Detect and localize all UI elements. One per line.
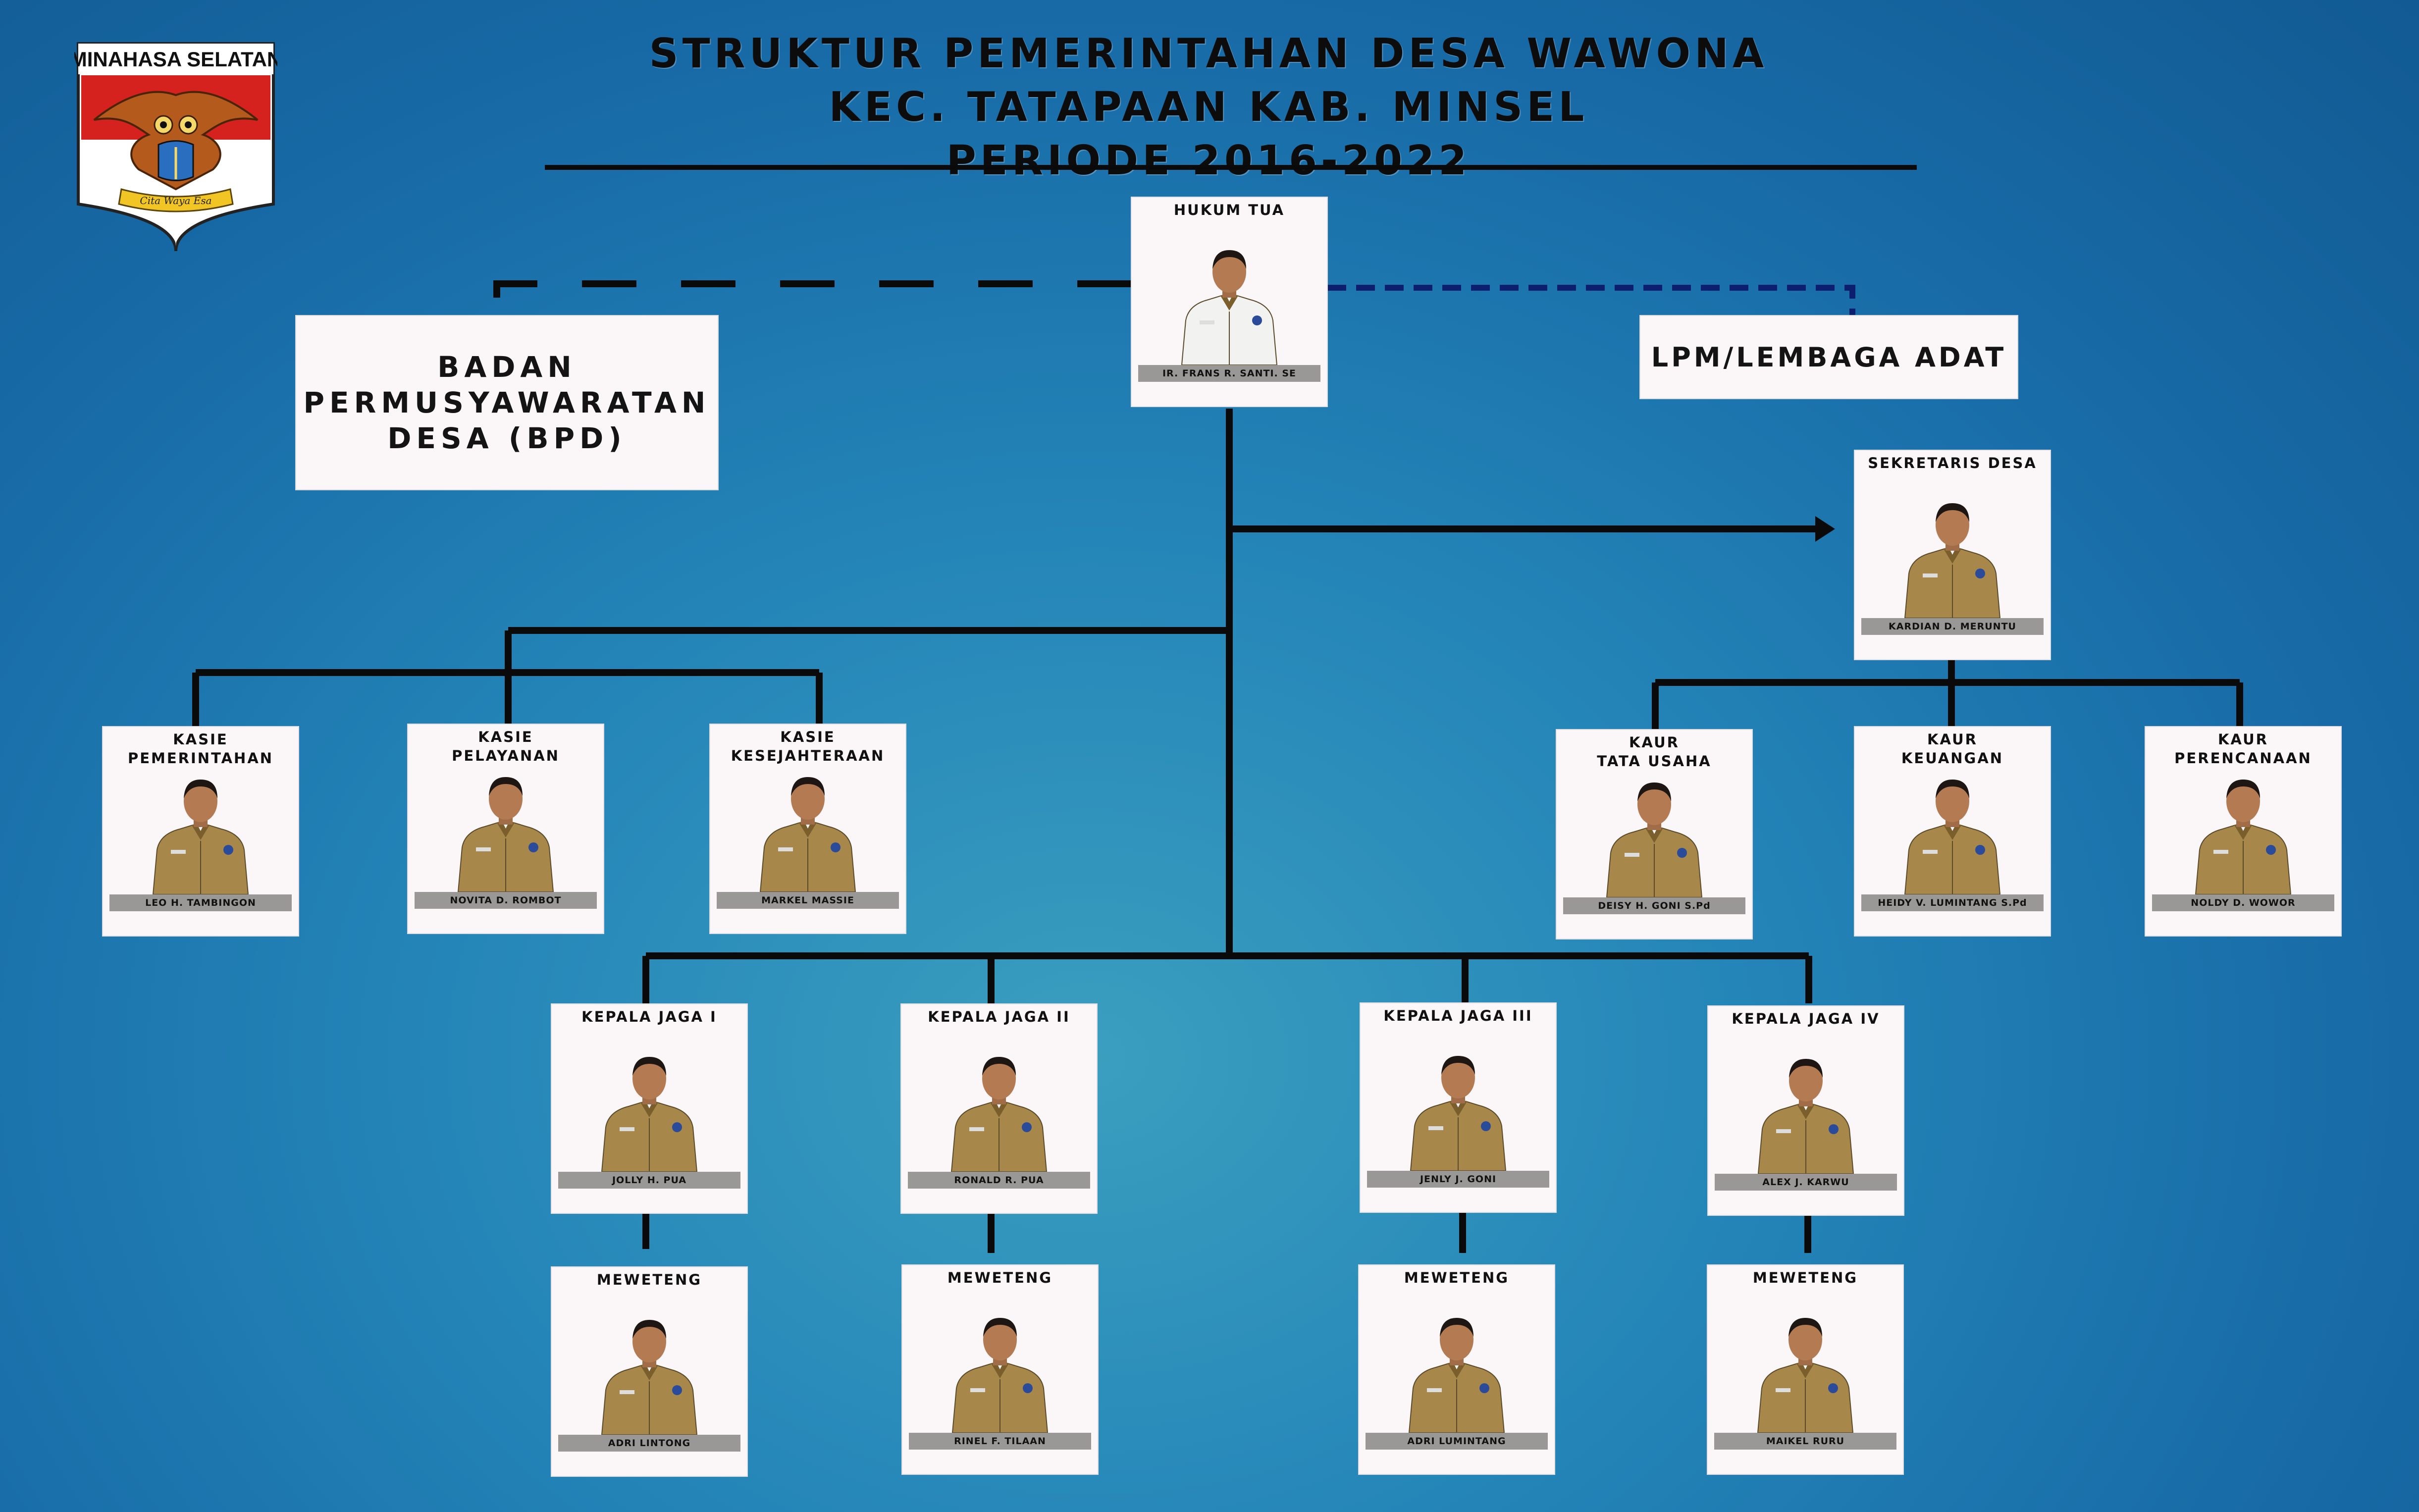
title-line-1: STRUKTUR PEMERINTAHAN DESA WAWONA (649, 30, 1768, 77)
card-title: KAUR TATA USAHA (1597, 734, 1712, 770)
name-bar: NOVITA D. ROMBOT (415, 892, 597, 909)
card-kepala-jaga-3: KEPALA JAGA III JENLY J. GONI (1360, 1002, 1557, 1213)
card-sekretaris-desa: SEKRETARIS DESA KARDIAN D. MERUNTU (1854, 450, 2051, 660)
card-kepala-jaga-2: KEPALA JAGA II RONALD R. PUA (900, 1003, 1098, 1214)
card-title: MEWETENG (1404, 1269, 1510, 1286)
name-bar: MARKEL MASSIE (717, 892, 899, 909)
card-title: SEKRETARIS DESA (1868, 455, 2037, 471)
card-title: KAUR KEUANGAN (1901, 731, 2004, 767)
card-title: MEWETENG (1752, 1269, 1858, 1286)
person-photo (756, 773, 859, 892)
card-title: KEPALA JAGA IV (1732, 1010, 1880, 1027)
card-meweteng-2: MEWETENG RINEL F. TILAAN (901, 1264, 1099, 1475)
title-underline (545, 165, 1917, 170)
name-bar: ALEX J. KARWU (1715, 1174, 1897, 1191)
owl-emblem-icon: MINAHASA SELATAN Cita Waya Esa (70, 41, 282, 254)
name-bar: JENLY J. GONI (1367, 1171, 1549, 1188)
bpd-dashed-link (493, 280, 1132, 315)
card-title: KAUR PERENCANAAN (2174, 731, 2312, 767)
card-kaur-tata-usaha: KAUR TATA USAHA DEISY H. GONI S.Pd (1556, 729, 1753, 939)
card-title: KEPALA JAGA III (1383, 1007, 1533, 1024)
person-photo (1901, 499, 2004, 619)
name-bar: ADRI LINTONG (558, 1435, 740, 1452)
name-bar: IR. FRANS R. SANTI. SE (1138, 365, 1320, 382)
name-bar: LEO H. TAMBINGON (109, 894, 292, 911)
name-bar: RONALD R. PUA (908, 1172, 1090, 1189)
sekretaris-arrowhead (1815, 516, 1835, 542)
card-title: KASIE PELAYANAN (452, 729, 560, 764)
person-photo (1405, 1314, 1508, 1433)
card-meweteng-3: MEWETENG ADRI LUMINTANG (1358, 1264, 1555, 1475)
person-photo (1178, 246, 1281, 365)
name-bar: JOLLY H. PUA (558, 1172, 740, 1189)
person-photo (948, 1314, 1052, 1433)
person-photo (1754, 1314, 1857, 1433)
card-kasie-pemerintahan: KASIE PEMERINTAHAN LEO H. TAMBINGON (102, 726, 299, 937)
person-photo (149, 776, 252, 895)
card-title: MEWETENG (596, 1271, 702, 1288)
person-photo (947, 1053, 1051, 1172)
name-bar: HEIDY V. LUMINTANG S.Pd (1861, 894, 2044, 911)
emblem-motto: Cita Waya Esa (140, 195, 211, 207)
name-bar: KARDIAN D. MERUNTU (1861, 618, 2044, 635)
person-photo (598, 1053, 701, 1172)
card-kasie-kesejahteraan: KASIE KESEJAHTERAAN MARKEL MASSIE (709, 724, 906, 934)
card-kepala-jaga-1: KEPALA JAGA I JOLLY H. PUA (551, 1003, 748, 1214)
person-photo (1901, 776, 2004, 895)
person-photo (454, 773, 557, 892)
card-title: KASIE PEMERINTAHAN (127, 731, 274, 767)
name-bar: RINEL F. TILAAN (909, 1433, 1091, 1450)
name-bar: MAIKEL RURU (1714, 1433, 1896, 1450)
title-line-2: KEC. TATAPAAN KAB. MINSEL (829, 84, 1588, 131)
card-title: MEWETENG (947, 1269, 1053, 1286)
name-bar: NOLDY D. WOWOR (2152, 894, 2334, 911)
emblem-label: MINAHASA SELATAN (74, 48, 277, 71)
person-photo (598, 1316, 701, 1435)
lpm-dashed-link (1327, 285, 1855, 315)
card-kaur-keuangan: KAUR KEUANGAN HEIDY V. LUMINTANG S.Pd (1854, 726, 2051, 937)
card-kepala-jaga-4: KEPALA JAGA IV ALEX J. KARWU (1707, 1005, 1904, 1216)
card-title: KEPALA JAGA I (581, 1008, 717, 1025)
bpd-box: BADAN PERMUSYAWARATAN DESA (BPD) (295, 315, 719, 490)
person-photo (1603, 779, 1706, 898)
card-title: KASIE KESEJAHTERAAN (731, 729, 885, 764)
name-bar: DEISY H. GONI S.Pd (1563, 897, 1745, 914)
card-kaur-perencanaan: KAUR PERENCANAAN NOLDY D. WOWOR (2145, 726, 2342, 937)
card-meweteng-1: MEWETENG ADRI LINTONG (551, 1266, 748, 1477)
chart-title: STRUKTUR PEMERINTAHAN DESA WAWONA KEC. T… (540, 27, 1877, 188)
name-bar: ADRI LUMINTANG (1366, 1433, 1548, 1450)
person-photo (1754, 1055, 1857, 1174)
lpm-box: LPM/LEMBAGA ADAT (1639, 315, 2018, 399)
card-title: HUKUM TUA (1173, 202, 1285, 218)
title-line-3: PERIODE 2016-2022 (946, 137, 1471, 184)
bpd-label: BADAN PERMUSYAWARATAN DESA (BPD) (303, 350, 711, 455)
card-meweteng-4: MEWETENG MAIKEL RURU (1707, 1264, 1904, 1475)
card-title: KEPALA JAGA II (928, 1008, 1070, 1025)
person-photo (1407, 1052, 1510, 1171)
card-kasie-pelayanan: KASIE PELAYANAN NOVITA D. ROMBOT (407, 724, 604, 934)
person-photo (2192, 776, 2295, 895)
lpm-label: LPM/LEMBAGA ADAT (1651, 341, 2007, 373)
card-hukum-tua: HUKUM TUA IR. FRANS R. SANTI. SE (1131, 197, 1328, 407)
